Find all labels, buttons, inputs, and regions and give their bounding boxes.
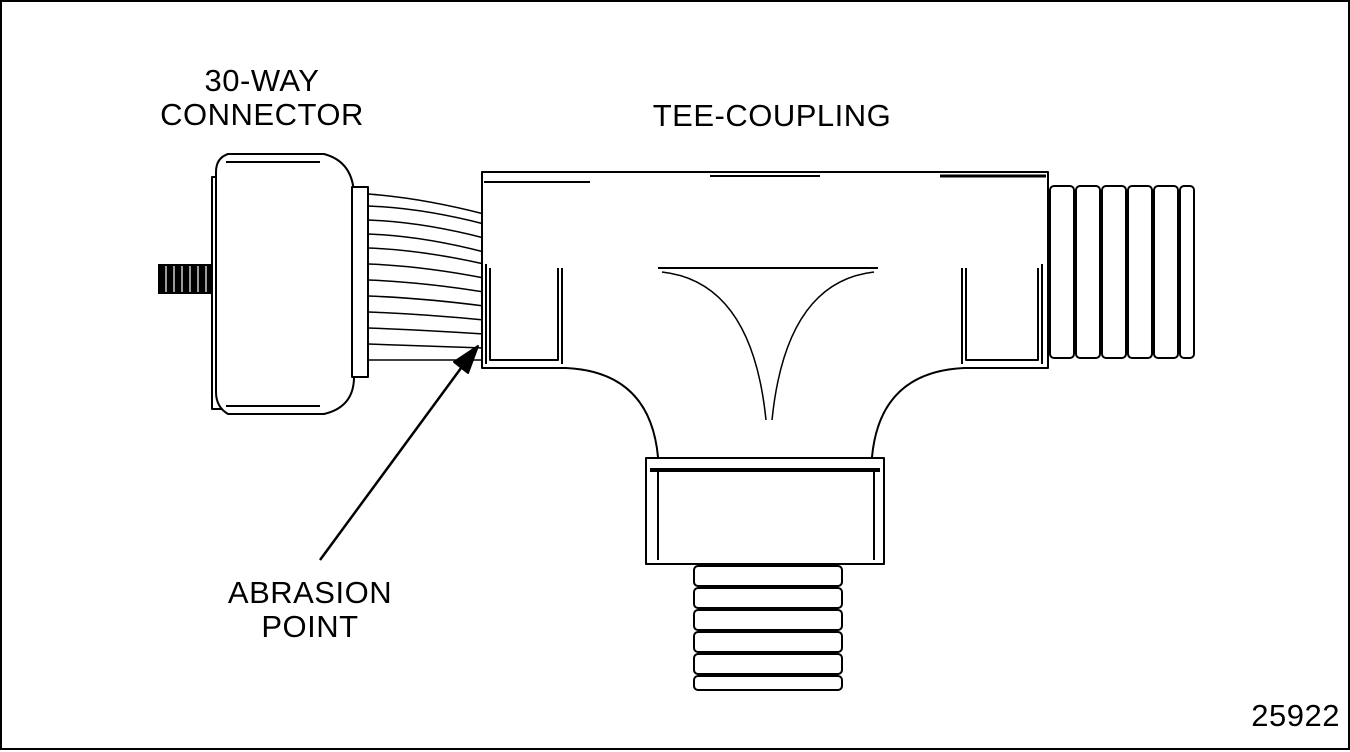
bottom-corrugated-tube xyxy=(693,565,843,691)
tee-coupling-body xyxy=(481,171,1049,465)
connector-label-line2: CONNECTOR xyxy=(160,97,364,132)
tee-coupling-label: TEE-COUPLING xyxy=(652,98,892,133)
abrasion-arrow xyxy=(318,345,479,561)
connector-label-line1: 30-WAY xyxy=(204,63,320,98)
connector-label: 30-WAY CONNECTOR xyxy=(142,64,382,132)
wire-bundle xyxy=(367,193,485,361)
abrasion-label-line1: ABRASION xyxy=(227,575,393,610)
abrasion-label-line2: POINT xyxy=(261,609,359,644)
connector-body xyxy=(158,153,369,415)
figure-number: 25922 xyxy=(1251,698,1340,733)
abrasion-point-label: ABRASION POINT xyxy=(190,576,430,644)
right-corrugated-tube xyxy=(1049,185,1195,359)
bottom-collar xyxy=(645,457,885,565)
